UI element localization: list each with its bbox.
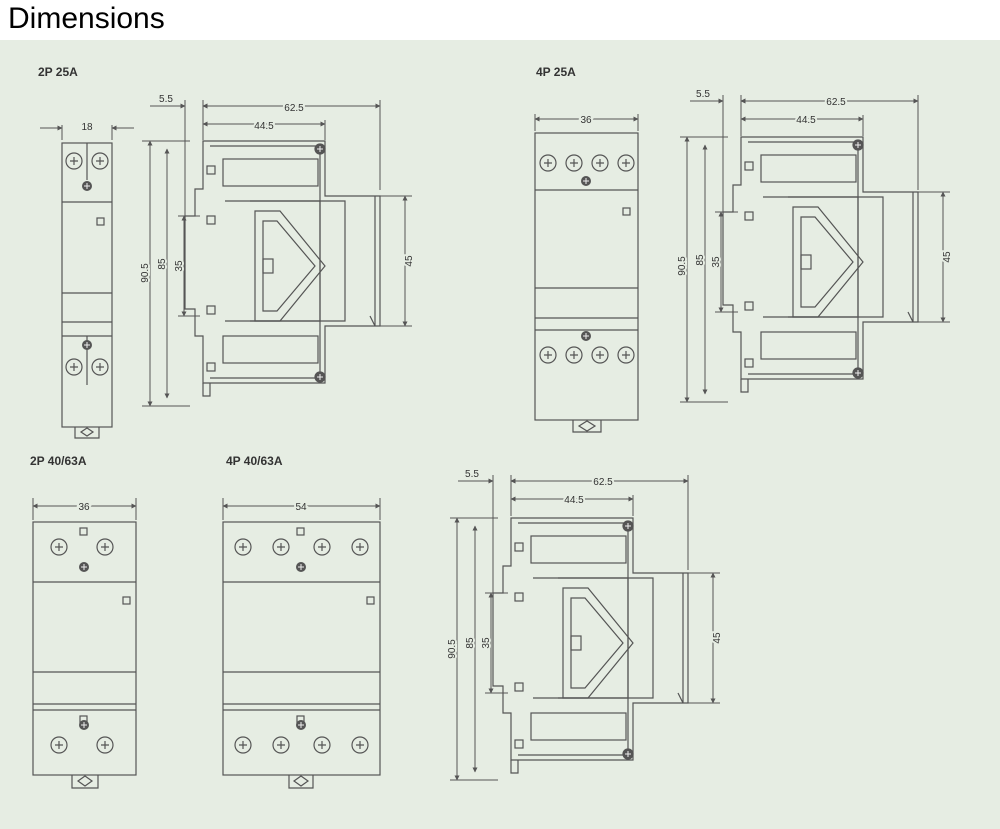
dim-body-height: 85 xyxy=(695,254,706,266)
variant-4p4063: 4P 40/63A 54 xyxy=(222,454,725,789)
dim-depth: 62.5 xyxy=(284,103,304,114)
side-dimensions: 5.5 62.5 44.5 90.5 85 35 45 xyxy=(445,469,725,781)
dim-depth-inner: 44.5 xyxy=(564,495,584,506)
dim-depth: 62.5 xyxy=(593,477,613,488)
variant-2p25: 2P 25A 18 xyxy=(38,65,417,439)
variant-label: 2P 25A xyxy=(38,65,78,79)
dim-depth-inner: 44.5 xyxy=(254,121,274,132)
dim-rail: 35 xyxy=(481,637,492,649)
dim-front-height: 45 xyxy=(712,632,723,644)
dim-depth-inner: 44.5 xyxy=(796,115,816,126)
dim-offset: 5.5 xyxy=(696,89,710,100)
variant-label: 4P 25A xyxy=(536,65,576,79)
width-dimension: 36 xyxy=(78,502,90,513)
width-dimension: 54 xyxy=(295,502,307,513)
side-dimensions: 5.5 62.5 44.5 90.5 85 35 45 xyxy=(675,89,955,403)
variant-label: 4P 40/63A xyxy=(226,454,283,468)
variant-2p4063: 2P 40/63A 36 xyxy=(30,454,137,789)
dim-body-height: 85 xyxy=(157,258,168,270)
dimension-drawing: 2P 25A 18 xyxy=(0,40,1000,829)
variant-label: 2P 40/63A xyxy=(30,454,87,468)
dim-depth: 62.5 xyxy=(826,97,846,108)
dim-body-height: 85 xyxy=(465,637,476,649)
dim-height: 90.5 xyxy=(140,263,151,283)
front-view xyxy=(32,521,137,789)
side-dimensions: 5.5 62.5 44.5 90.5 85 35 45 xyxy=(138,94,417,407)
dim-front-height: 45 xyxy=(942,251,953,263)
page-title: Dimensions xyxy=(8,2,165,35)
width-dimension: 18 xyxy=(81,122,93,133)
dim-front-height: 45 xyxy=(404,255,415,267)
width-dimension: 36 xyxy=(580,115,592,126)
dim-offset: 5.5 xyxy=(465,469,479,480)
dim-height: 90.5 xyxy=(447,639,458,659)
dim-height: 90.5 xyxy=(677,256,688,276)
front-view xyxy=(534,132,639,433)
dim-rail: 35 xyxy=(174,260,185,272)
variant-4p25: 4P 25A 36 xyxy=(534,65,955,433)
dim-offset: 5.5 xyxy=(159,94,173,105)
dim-rail: 35 xyxy=(711,256,722,268)
